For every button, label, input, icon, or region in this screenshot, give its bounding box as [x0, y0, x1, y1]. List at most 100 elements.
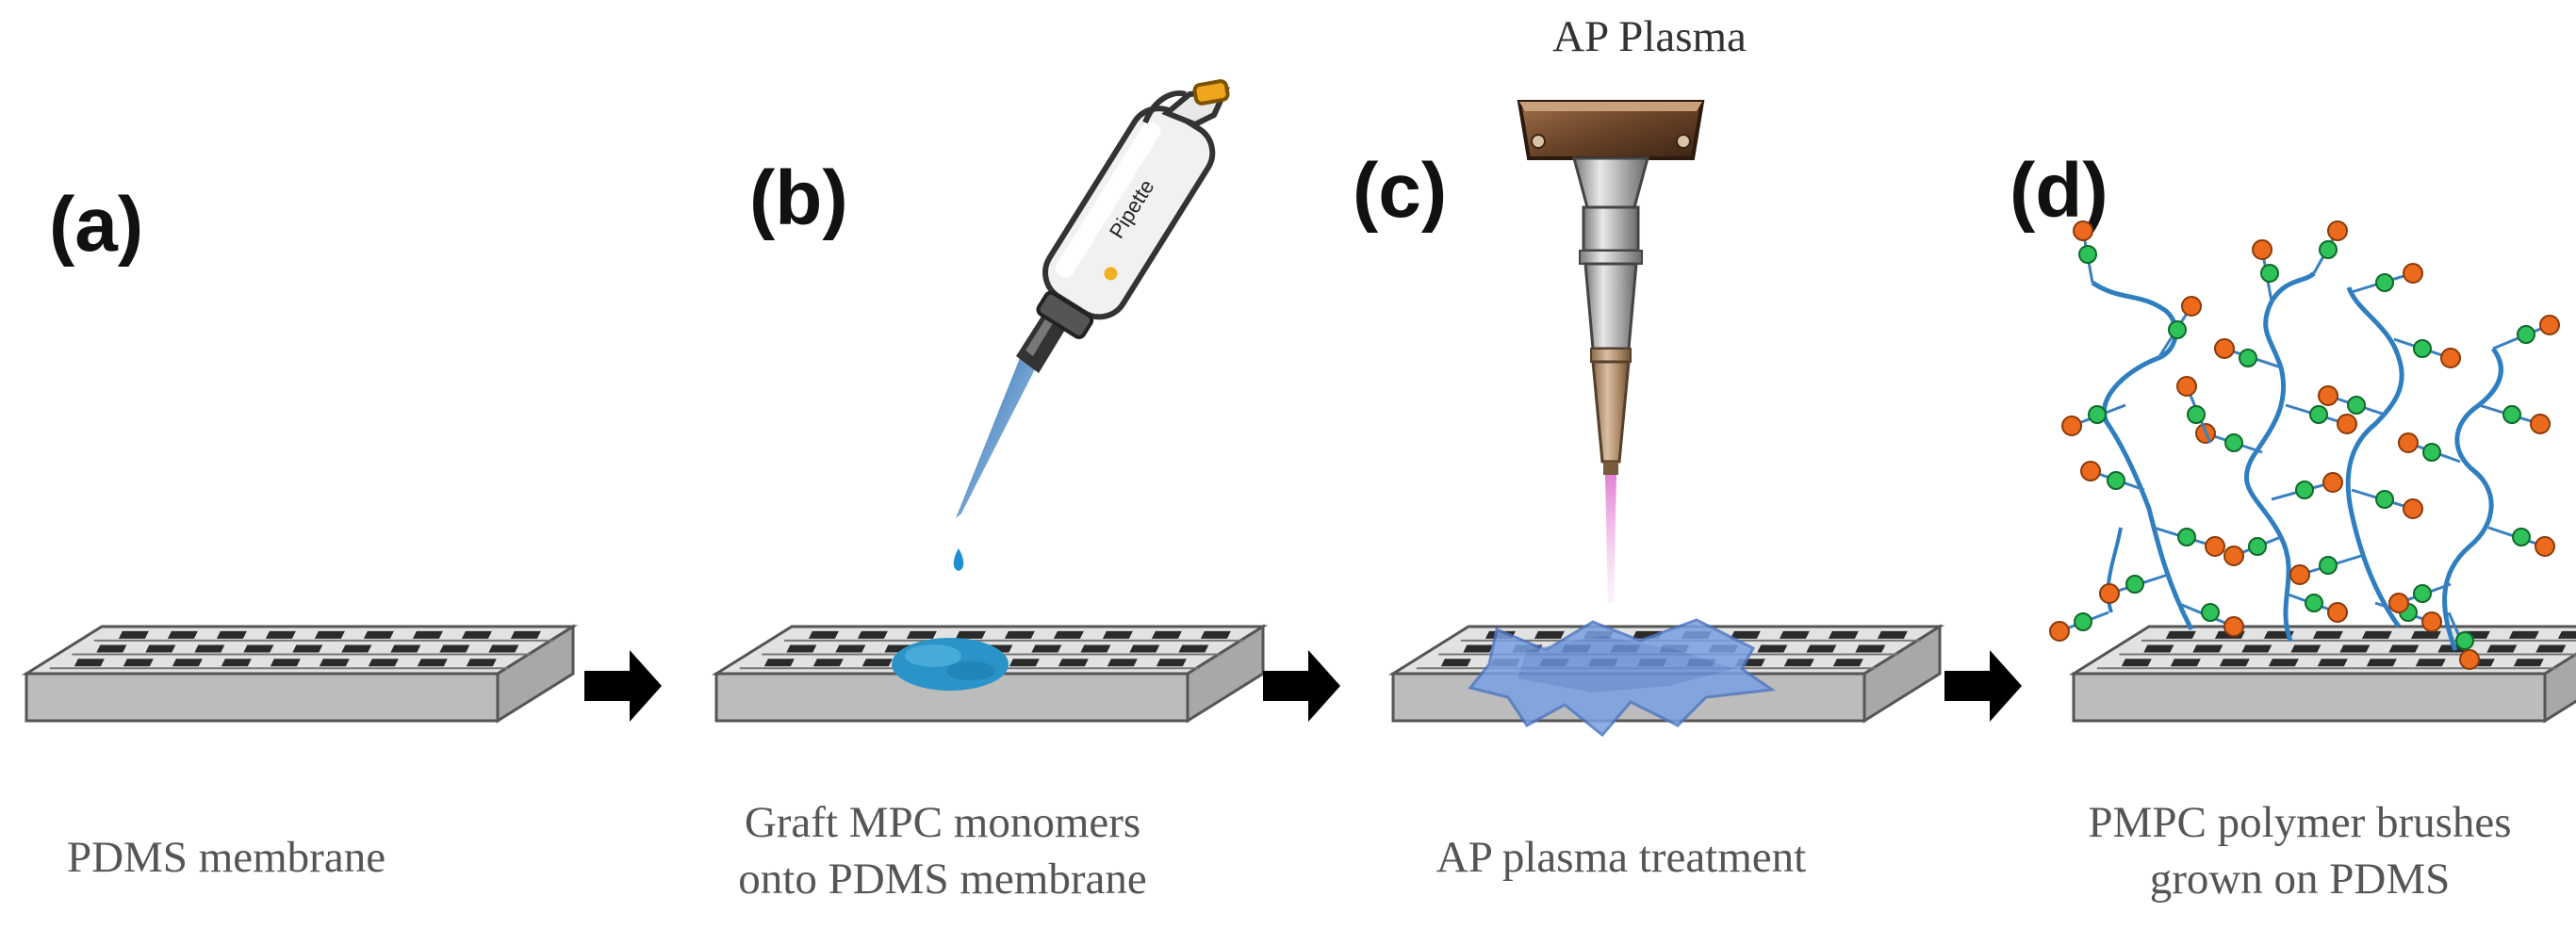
channel-slot	[861, 659, 893, 667]
caption-a-line-1: PDMS membrane	[66, 833, 386, 882]
caption-c: AP plasma treatment	[1357, 829, 1885, 886]
brush-chain-1	[2091, 280, 2194, 631]
pdms-membrane-a	[21, 624, 579, 724]
membrane-front	[25, 672, 500, 723]
channel-slot	[1009, 659, 1040, 667]
choline-bead-orange	[2539, 315, 2560, 335]
channel-slot	[2312, 630, 2343, 639]
plasma-title: AP Plasma	[1552, 12, 1747, 61]
channel-slot	[439, 644, 470, 653]
channel-slot	[1730, 630, 1761, 639]
channel-slot	[763, 659, 795, 667]
channel-slot	[786, 644, 817, 653]
channel-slot	[955, 630, 986, 639]
phosphate-bead-green	[2201, 603, 2220, 622]
arrow-c-to-d	[1944, 650, 2022, 722]
channel-slot	[812, 659, 844, 667]
channel-slot	[1004, 630, 1035, 639]
phosphate-bead-green	[2295, 481, 2314, 499]
pipette-icon: Pipette	[953, 79, 1230, 571]
mpc-monomer-drop-on-membrane	[892, 638, 1009, 691]
channel-slot	[2143, 644, 2174, 653]
arrow-b-to-c	[1263, 650, 1340, 722]
phosphate-bead-green	[2107, 471, 2125, 490]
panel-label-b: (b)	[749, 155, 848, 241]
channel-slot	[2361, 630, 2392, 639]
channel-slot	[265, 630, 296, 639]
channel-slot	[2317, 659, 2348, 667]
phosphate-bead-green	[2168, 320, 2187, 339]
channel-slot	[1080, 644, 1111, 653]
choline-bead-orange	[2318, 385, 2338, 406]
phosphate-bead-green	[2187, 405, 2206, 424]
choline-bead-orange	[2398, 432, 2419, 453]
channel-slot	[1102, 630, 1133, 639]
channel-slot	[243, 644, 274, 653]
choline-bead-orange	[2205, 536, 2225, 557]
channel-slot	[412, 630, 443, 639]
channel-slot	[314, 630, 345, 639]
channel-slot	[270, 659, 301, 667]
brush-chain-4	[2442, 347, 2503, 651]
channel-slot	[1156, 659, 1187, 667]
phosphate-bead-green	[2224, 433, 2243, 452]
choline-bead-orange	[2337, 414, 2357, 434]
channel-slot	[510, 630, 541, 639]
channel-slot	[461, 630, 492, 639]
phosphate-bead-green	[2078, 245, 2097, 264]
choline-bead-orange	[2403, 263, 2423, 284]
phosphate-bead-green	[2177, 528, 2196, 546]
phosphate-bead-green	[2305, 594, 2323, 612]
channel-slot	[216, 630, 247, 639]
channel-slot	[1053, 630, 1084, 639]
panel-label-c: (c)	[1353, 148, 1448, 234]
channel-slot	[2339, 644, 2371, 653]
phosphate-bead-green	[2455, 631, 2474, 650]
channel-slot	[2121, 659, 2152, 667]
pdms-membrane-d	[2068, 625, 2576, 724]
caption-a: PDMS membrane	[19, 829, 434, 886]
channel-slot	[1129, 644, 1160, 653]
phosphate-bead-green	[2375, 490, 2394, 509]
caption-c-line-1: AP plasma treatment	[1436, 833, 1807, 882]
channel-slot	[2410, 630, 2441, 639]
phosphate-bead-green	[2239, 349, 2257, 367]
choline-bead-orange	[2080, 461, 2101, 481]
phosphate-bead-green	[2260, 264, 2279, 283]
channel-slot	[1151, 630, 1182, 639]
choline-bead-orange	[2214, 338, 2235, 359]
channel-slot	[74, 659, 105, 667]
channel-slot	[2268, 659, 2299, 667]
channel-slot	[2388, 644, 2420, 653]
channel-slot	[172, 659, 203, 667]
channel-slot	[2513, 659, 2544, 667]
channel-slot	[488, 644, 519, 653]
channel-slot	[194, 644, 225, 653]
phosphate-bead-green	[2088, 405, 2107, 424]
caption-d-line-1: PMPC polymer brushes	[2088, 798, 2512, 847]
channel-slot	[145, 644, 176, 653]
choline-bead-orange	[2388, 593, 2409, 613]
panel-label-d: (d)	[2010, 148, 2108, 234]
channel-slot	[1757, 644, 1788, 653]
channel-slot	[1107, 659, 1138, 667]
choline-bead-orange	[2049, 621, 2070, 642]
phosphate-bead-green	[2517, 325, 2535, 344]
channel-slot	[1828, 630, 1859, 639]
channel-slot	[2241, 644, 2272, 653]
channel-slot	[1779, 630, 1810, 639]
channel-slot	[835, 644, 866, 653]
caption-b-line-2: onto PDMS membrane	[738, 855, 1147, 904]
choline-bead-orange	[2403, 498, 2423, 519]
channel-slot	[1058, 659, 1089, 667]
channel-slot	[363, 630, 394, 639]
channel-slot	[1031, 644, 1062, 653]
channel-slot	[1783, 659, 1814, 667]
phosphate-bead-green	[2512, 528, 2531, 546]
channel-slot	[123, 659, 154, 667]
channel-slot	[2192, 644, 2223, 653]
channel-slot	[390, 644, 421, 653]
channel-slot	[1832, 659, 1863, 667]
plasma-torch-icon	[1517, 100, 1705, 603]
